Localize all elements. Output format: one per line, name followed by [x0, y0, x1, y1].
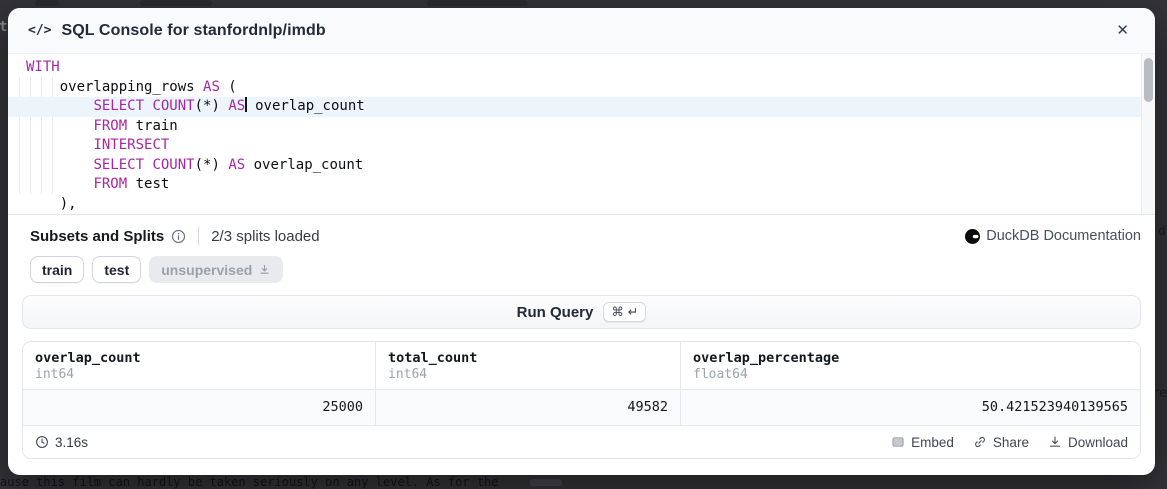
code-line[interactable]: INTERSECT — [93, 137, 170, 153]
backdrop-text-fragment: re — [1151, 386, 1167, 401]
code-line[interactable]: ), — [26, 195, 77, 212]
split-button-train[interactable]: train — [30, 256, 85, 283]
query-duration-value: 3.16s — [55, 434, 89, 450]
share-button[interactable]: Share — [973, 435, 1029, 450]
embed-button[interactable]: Embed — [891, 435, 954, 450]
split-button-test[interactable]: test — [92, 256, 142, 283]
load-split-download-icon — [260, 264, 269, 274]
backdrop-element — [530, 479, 562, 486]
code-line-active[interactable]: SELECT COUNT(*) AS overlap_count — [8, 97, 1141, 117]
backdrop-text-fragment: d — [1158, 224, 1166, 239]
results-footer: 3.16s Embed S — [23, 426, 1140, 458]
splits-loaded-status: 2/3 splits loaded — [211, 227, 320, 245]
code-icon: </> — [28, 23, 52, 38]
column-type: int64 — [388, 367, 428, 382]
duckdb-documentation-link[interactable]: DuckDB Documentation — [965, 228, 1141, 244]
column-type: int64 — [35, 367, 75, 382]
divider — [198, 227, 200, 245]
backdrop-review-text: ause this film can hardly be taken serio… — [0, 475, 499, 489]
backdrop-text-fragment: t — [0, 19, 8, 35]
duckdb-icon — [965, 228, 981, 244]
column-name: overlap_percentage — [693, 350, 840, 366]
column-name: total_count — [388, 350, 478, 366]
indent-guides — [19, 77, 53, 194]
embed-label: Embed — [911, 434, 954, 450]
query-duration: 3.16s — [35, 435, 88, 450]
column-type: float64 — [693, 367, 748, 382]
share-link-icon — [974, 436, 985, 448]
column-name: overlap_count — [35, 350, 141, 366]
backdrop-element — [35, 0, 59, 6]
table-cell: 49582 — [375, 390, 680, 425]
code-line[interactable]: FROM train — [93, 117, 178, 134]
embed-icon — [892, 437, 904, 447]
code-line[interactable]: overlapping_rows AS ( — [26, 78, 237, 95]
sql-console-modal: </> SQL Console for stanfordnlp/imdb ✕ W… — [8, 8, 1155, 475]
keyboard-shortcut-badge: ⌘ ↵ — [603, 302, 647, 322]
editor-scrollbar[interactable] — [1141, 54, 1155, 214]
splits-row: train test unsupervised — [22, 256, 1141, 283]
close-icon[interactable]: ✕ — [1116, 22, 1129, 39]
backdrop-element — [427, 0, 527, 6]
modal-header: </> SQL Console for stanfordnlp/imdb ✕ — [8, 8, 1155, 54]
subsets-title: Subsets and Splits — [30, 227, 165, 245]
sql-editor[interactable]: WITH overlapping_rows AS ( SELECT COUNT(… — [8, 54, 1155, 215]
code-line[interactable]: WITH — [26, 59, 60, 75]
code-line[interactable]: FROM test — [93, 176, 170, 192]
backdrop-element — [140, 0, 212, 6]
table-cell: 25000 — [322, 399, 363, 415]
code-line[interactable]: SELECT COUNT(*) AS overlap_count — [93, 156, 364, 173]
split-button-unsupervised[interactable]: unsupervised — [149, 256, 284, 283]
split-label: train — [42, 261, 73, 278]
share-label: Share — [992, 434, 1029, 450]
text-cursor — [245, 97, 247, 112]
duckdb-documentation-label: DuckDB Documentation — [986, 228, 1141, 244]
sql-code[interactable]: WITH overlapping_rows AS ( SELECT COUNT(… — [8, 58, 1141, 214]
info-icon[interactable] — [171, 229, 186, 244]
editor-scrollbar-thumb[interactable] — [1144, 58, 1153, 102]
subsets-row: Subsets and Splits 2/3 splits loaded Duc… — [22, 224, 1141, 248]
split-label: test — [104, 261, 130, 278]
run-query-button[interactable]: Run Query ⌘ ↵ — [22, 295, 1141, 329]
download-button[interactable]: Download — [1048, 435, 1128, 450]
download-label: Download — [1067, 434, 1128, 450]
split-label: unsupervised — [161, 261, 253, 278]
modal-title: SQL Console for stanfordnlp/imdb — [61, 21, 326, 39]
table-cell: 50.421523940139565 — [680, 390, 1140, 425]
download-icon — [1050, 436, 1060, 447]
clock-icon — [36, 436, 48, 448]
run-query-label: Run Query — [516, 303, 594, 321]
